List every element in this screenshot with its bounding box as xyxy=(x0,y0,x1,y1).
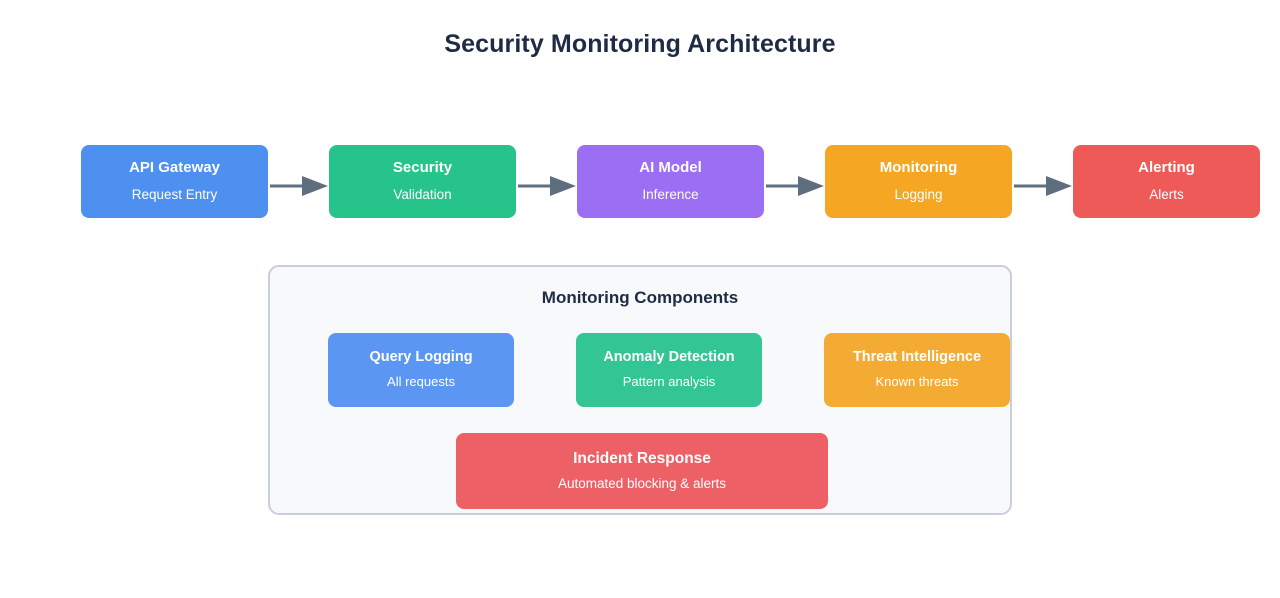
stage-title: AI Model xyxy=(639,159,702,177)
pipeline-stage-ai-model[interactable]: AI Model Inference xyxy=(577,145,764,218)
panel-title: Monitoring Components xyxy=(541,288,739,307)
stage-subtitle: Request Entry xyxy=(131,186,218,202)
component-card-query-logging[interactable]: Query Logging All requests xyxy=(328,333,514,407)
pipeline-stage-security[interactable]: Security Validation xyxy=(329,145,516,218)
pipeline-flow: API Gateway Request Entry Security Valid… xyxy=(81,145,1260,218)
stage-subtitle: Alerts xyxy=(1149,186,1184,202)
component-title: Incident Response xyxy=(573,450,711,468)
pipeline-stage-monitoring[interactable]: Monitoring Logging xyxy=(825,145,1012,218)
stage-title: Security xyxy=(392,159,453,177)
page-title: Security Monitoring Architecture xyxy=(444,30,836,58)
component-subtitle: Known threats xyxy=(875,374,959,390)
monitoring-components-panel: Monitoring Components Query Logging All … xyxy=(268,265,1012,515)
stage-subtitle: Inference xyxy=(642,186,699,202)
component-title: Threat Intelligence xyxy=(852,349,982,366)
pipeline-stage-api-gateway[interactable]: API Gateway Request Entry xyxy=(81,145,268,218)
stage-subtitle: Logging xyxy=(894,186,943,202)
component-title: Anomaly Detection xyxy=(603,349,735,366)
stage-title: Monitoring xyxy=(879,159,958,177)
stage-subtitle: Validation xyxy=(393,186,452,202)
stage-title: Alerting xyxy=(1138,159,1195,177)
component-card-anomaly-detection[interactable]: Anomaly Detection Pattern analysis xyxy=(576,333,762,407)
component-card-threat-intelligence[interactable]: Threat Intelligence Known threats xyxy=(824,333,1010,407)
component-subtitle: Automated blocking & alerts xyxy=(557,476,727,492)
pipeline-stage-alerting[interactable]: Alerting Alerts xyxy=(1073,145,1260,218)
component-card-incident-response[interactable]: Incident Response Automated blocking & a… xyxy=(456,433,828,509)
component-subtitle: Pattern analysis xyxy=(622,374,716,390)
component-title: Query Logging xyxy=(369,349,473,366)
component-subtitle: All requests xyxy=(387,374,455,390)
stage-title: API Gateway xyxy=(129,159,220,177)
